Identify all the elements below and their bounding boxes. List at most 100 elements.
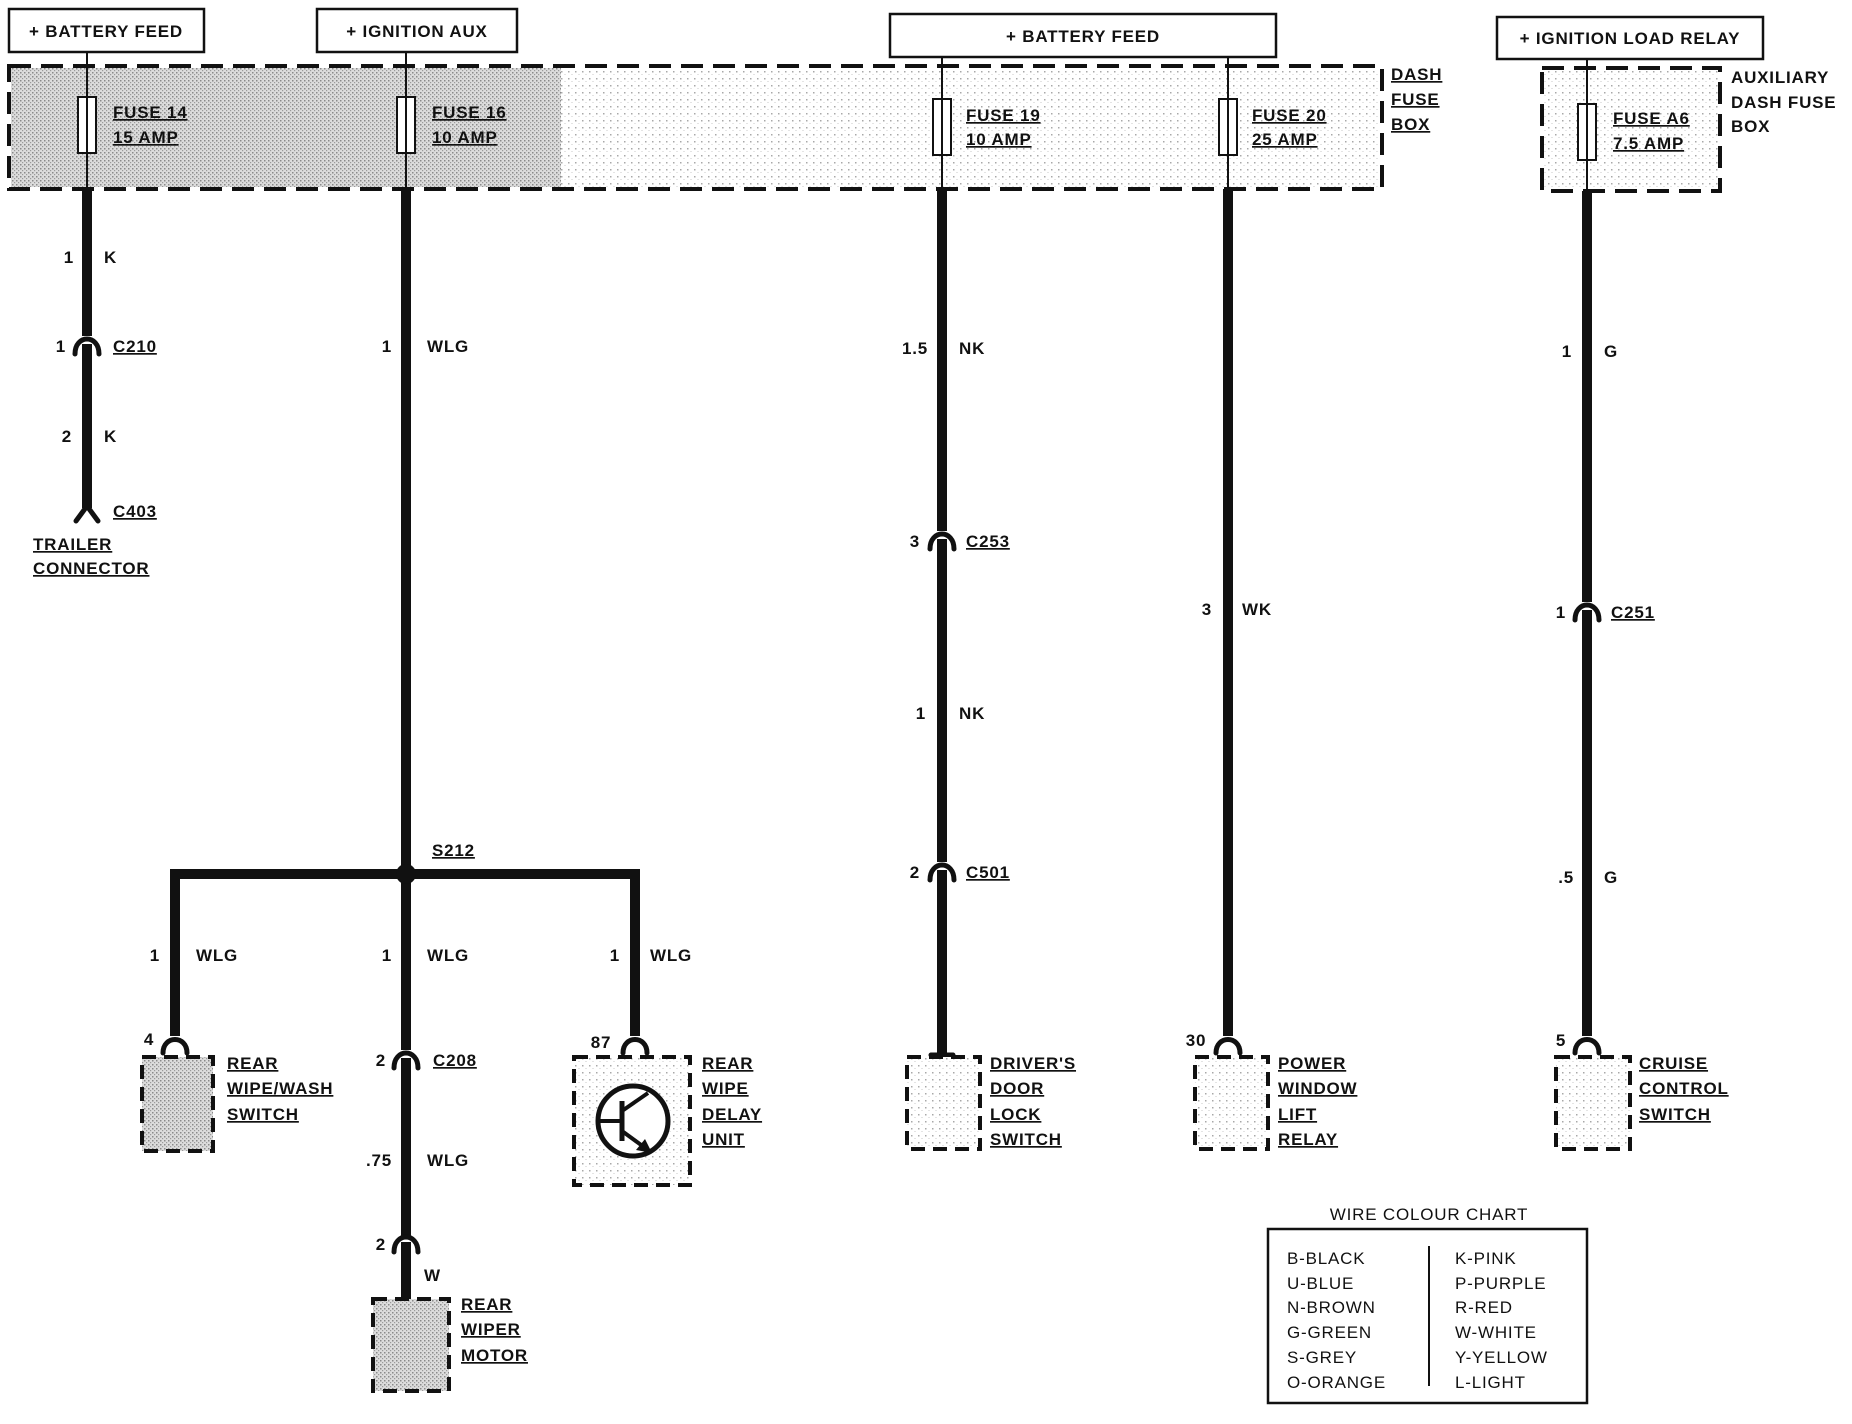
dash-fuse-box-shading: [11, 68, 561, 187]
connector-name: C253: [966, 532, 1010, 551]
component-label-line-3: LOCK: [990, 1105, 1041, 1124]
fuse-rating: 10 AMP: [432, 128, 498, 147]
supply-label: + BATTERY FEED: [1006, 27, 1160, 46]
fuse-14: FUSE 14 15 AMP: [77, 96, 188, 154]
wire-size: 1.5: [902, 339, 928, 358]
connector-c208-symbol: [391, 1050, 421, 1071]
fuse-name: FUSE 14: [113, 103, 188, 122]
fuse-19: FUSE 19 10 AMP: [932, 98, 1041, 156]
fuse-name: FUSE A6: [1613, 109, 1690, 128]
terminal-left-symbol: [160, 1037, 190, 1056]
connector-c253-symbol: [927, 531, 957, 552]
colour-code-left: G-GREEN: [1287, 1323, 1372, 1342]
splice-name: S212: [432, 841, 475, 860]
supply-label: + IGNITION LOAD RELAY: [1520, 29, 1741, 48]
right-branch-pin: 87: [591, 1033, 612, 1052]
transistor-icon: [595, 1083, 671, 1159]
supply-box: [1495, 15, 1765, 61]
component-label-line-3: DELAY: [702, 1105, 762, 1124]
left-branch-colour: WLG: [196, 946, 238, 965]
motor-lead-colour: W: [424, 1266, 441, 1285]
component-label-line-1: REAR: [461, 1295, 512, 1314]
colour-code-left: N-BROWN: [1287, 1298, 1376, 1317]
wire-colour: NK: [959, 704, 985, 723]
supply-ignition-load-relay: + IGNITION LOAD RELAY: [1495, 15, 1765, 61]
connector-name: C208: [433, 1051, 477, 1070]
component-label-line-2: WIPE/WASH: [227, 1079, 333, 1098]
component-label-line-2: DOOR: [990, 1079, 1044, 1098]
connector-name: C210: [113, 337, 157, 356]
supply-battery-feed-right: + BATTERY FEED: [888, 12, 1278, 59]
fuse-name: FUSE 16: [432, 103, 507, 122]
connector-pin: 3: [910, 532, 920, 551]
destination-label-line-1: TRAILER: [33, 535, 112, 554]
fuse-rating: 25 AMP: [1252, 130, 1318, 149]
fuse-a6: FUSE A6 7.5 AMP: [1577, 103, 1690, 161]
supply-box: [7, 7, 206, 54]
connector-name: C251: [1611, 603, 1655, 622]
circuit-fuse-a6: 1 G 1 C251 .5 G 5 CRUISE CONTROL SWITCH: [1554, 191, 1729, 1151]
supply-box: [888, 12, 1278, 59]
component-label-line-2: WIPER: [461, 1320, 521, 1339]
dash-fuse-box-label-line-1: DASH: [1391, 65, 1442, 84]
chart-frame: [1266, 1227, 1589, 1405]
dash-fuse-box: DASH FUSE BOX: [7, 64, 1442, 191]
component-label-line-1: DRIVER'S: [990, 1054, 1076, 1073]
drivers-door-lock-switch-box: [905, 1055, 982, 1151]
colour-code-left: U-BLUE: [1287, 1274, 1354, 1293]
wire-size: 1: [64, 248, 74, 267]
fuse-rating: 10 AMP: [966, 130, 1032, 149]
component-label-line-4: SWITCH: [990, 1130, 1062, 1149]
component-label-line-3: LIFT: [1278, 1105, 1317, 1124]
wire-size: 1: [382, 337, 392, 356]
connector-name: C403: [113, 502, 157, 521]
wire-size: .5: [1558, 868, 1574, 887]
colour-code-right: W-WHITE: [1455, 1323, 1537, 1342]
connector-pin: 2: [910, 863, 920, 882]
connector-c403-symbol: [73, 501, 101, 524]
circuit-fuse-14: 1 K 1 C210 2 K C403 TRAILER CONNECTOR: [33, 189, 157, 578]
auxiliary-fuse-box-label-line-3: BOX: [1731, 117, 1770, 136]
chart-title: WIRE COLOUR CHART: [1330, 1205, 1528, 1224]
auxiliary-dash-fuse-box: AUXILIARY DASH FUSE BOX: [1540, 66, 1836, 193]
fuse-16: FUSE 16 10 AMP: [396, 96, 507, 154]
auxiliary-fuse-box-outline: [1540, 66, 1722, 193]
dash-fuse-box-label-line-2: FUSE: [1391, 90, 1440, 109]
fuse-name: FUSE 19: [966, 106, 1041, 125]
colour-code-right: K-PINK: [1455, 1249, 1516, 1268]
rear-wipe-wash-switch-box: [140, 1055, 215, 1153]
component-label-line-3: SWITCH: [1639, 1105, 1711, 1124]
wire-colour: NK: [959, 339, 985, 358]
component-label-line-2: WINDOW: [1278, 1079, 1358, 1098]
motor-connector-symbol: [391, 1234, 421, 1255]
wire-size: 2: [62, 427, 72, 446]
splice-s212-dot: [396, 864, 416, 884]
component-label-line-3: SWITCH: [227, 1105, 299, 1124]
dash-fuse-box-label-line-3: BOX: [1391, 115, 1430, 134]
wire-size: 1: [1562, 342, 1572, 361]
wire-size: 3: [1202, 600, 1212, 619]
terminal-symbol: [1213, 1037, 1243, 1056]
supply-label: + BATTERY FEED: [29, 22, 183, 41]
middle-branch-colour: WLG: [427, 946, 469, 965]
wire-size: 1: [916, 704, 926, 723]
wire-size: .75: [366, 1151, 392, 1170]
circuit-fuse-19: 1.5 NK 3 C253 1 NK 2 C501 DRIVER'S DOOR …: [902, 189, 1076, 1151]
wire-colour: G: [1604, 342, 1618, 361]
right-branch-size: 1: [610, 946, 620, 965]
component-label-line-1: REAR: [702, 1054, 753, 1073]
colour-code-right: R-RED: [1455, 1298, 1513, 1317]
connector-c501-symbol: [927, 862, 957, 883]
colour-code-left: B-BLACK: [1287, 1249, 1365, 1268]
terminal-pin: 5: [1556, 1031, 1566, 1050]
fuse-name: FUSE 20: [1252, 106, 1327, 125]
left-branch-size: 1: [150, 946, 160, 965]
fuse-20: FUSE 20 25 AMP: [1218, 98, 1327, 156]
supply-box: [315, 7, 519, 54]
wire-colour-chart: WIRE COLOUR CHART B-BLACK U-BLUE N-BROWN…: [1266, 1205, 1589, 1405]
motor-pin: 2: [376, 1235, 386, 1254]
component-label-line-2: CONTROL: [1639, 1079, 1729, 1098]
component-label-line-4: UNIT: [702, 1130, 745, 1149]
supply-battery-feed-left: + BATTERY FEED: [7, 7, 206, 54]
left-branch-pin: 4: [144, 1030, 154, 1049]
